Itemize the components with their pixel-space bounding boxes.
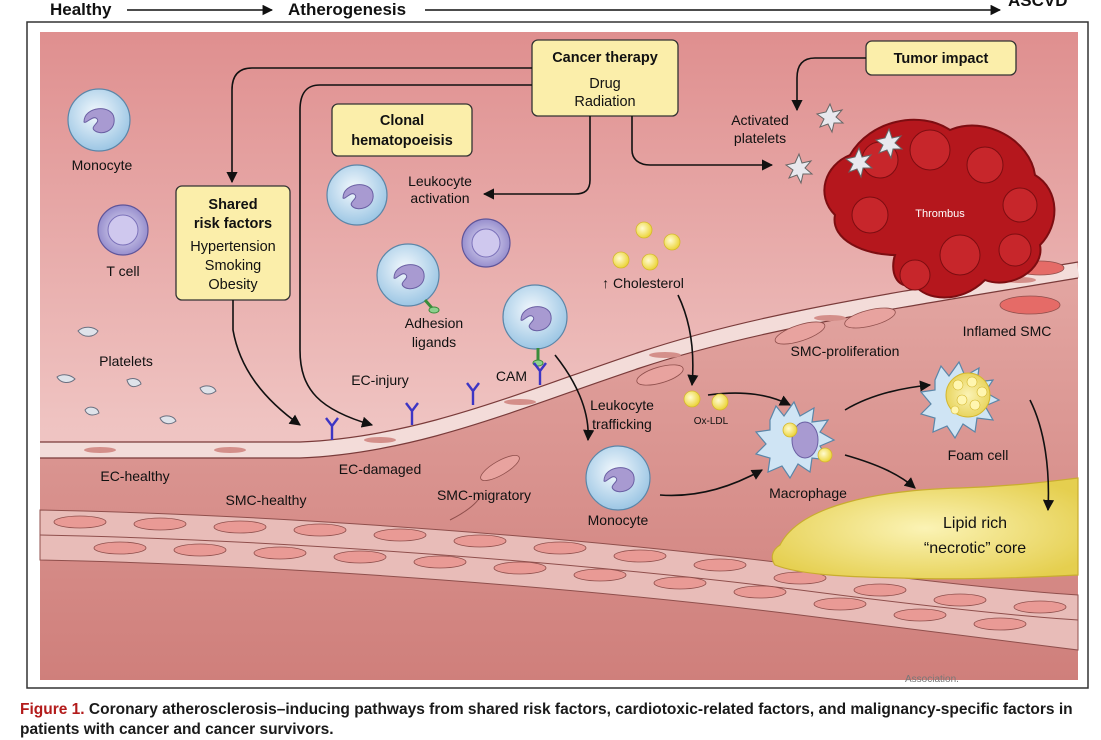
clonal-title-1: Clonal <box>380 113 424 129</box>
cancer-therapy-line-2: Radiation <box>574 94 635 110</box>
smc-proliferation-label: SMC-proliferation <box>791 343 900 359</box>
cholesterol-particles <box>612 221 681 271</box>
lipid-core-label-2: “necrotic” core <box>924 540 1026 557</box>
shared-risk-line-2: Smoking <box>205 258 261 274</box>
macrophage-label: Macrophage <box>769 485 847 501</box>
foam-cell-label: Foam cell <box>948 447 1009 463</box>
association-watermark: Association. <box>905 674 959 685</box>
platelets-label: Platelets <box>99 353 153 369</box>
leukocyte-activation-label-2: activation <box>410 190 469 206</box>
shared-risk-line-3: Obesity <box>208 277 258 293</box>
shared-risk-factors-box: Shared risk factors Hypertension Smoking… <box>175 185 291 301</box>
monocyte-cell-top <box>67 88 131 152</box>
ec-injury-label: EC-injury <box>351 372 409 388</box>
leukocyte-trafficking-label-1: Leukocyte <box>590 397 654 413</box>
cam-receptors <box>325 362 547 440</box>
shared-risk-title-2: risk factors <box>194 216 272 232</box>
figure-caption: Figure 1. Coronary atherosclerosis–induc… <box>20 700 1090 740</box>
thrombus-label: Thrombus <box>915 208 965 220</box>
clonal-title-2: hematopoeisis <box>351 133 453 149</box>
figure-label: Figure 1. <box>20 701 85 718</box>
figure-caption-text: Coronary atherosclerosis–inducing pathwa… <box>20 701 1073 738</box>
cam-label: CAM <box>496 368 527 384</box>
ec-damaged-label: EC-damaged <box>339 461 422 477</box>
macrophage-cell <box>754 400 836 480</box>
shared-risk-line-1: Hypertension <box>190 239 275 255</box>
smc-migratory-label: SMC-migratory <box>437 487 531 503</box>
monocyte-top-label: Monocyte <box>72 157 133 173</box>
activated-platelets <box>784 102 904 185</box>
activated-platelets-label-1: Activated <box>731 112 789 128</box>
lipid-core <box>771 477 1079 580</box>
leukocyte-trafficking-label-2: trafficking <box>592 416 652 432</box>
clonal-hematopoiesis-box: Clonal hematopoeisis <box>331 103 473 157</box>
adhesion-label-1: Adhesion <box>405 315 463 331</box>
smc-healthy-label: SMC-healthy <box>226 492 307 508</box>
t-cell-2 <box>461 218 511 268</box>
cancer-therapy-title: Cancer therapy <box>552 50 658 66</box>
leukocyte-activation-label-1: Leukocyte <box>408 173 472 189</box>
inflamed-smc-label: Inflamed SMC <box>963 323 1052 339</box>
healthy-label: Healthy <box>50 0 112 19</box>
leukocyte-activation-cell <box>326 164 388 226</box>
shared-risk-title-1: Shared <box>208 197 257 213</box>
ox-ldl-label: Ox-LDL <box>694 416 729 427</box>
ox-ldl-particles <box>683 390 729 411</box>
adhering-leukocyte <box>502 284 568 367</box>
platelets <box>56 326 217 425</box>
atherogenesis-label: Atherogenesis <box>288 0 406 19</box>
media-smc-layer <box>39 509 1079 651</box>
thrombus: Thrombus <box>823 118 1056 299</box>
monocyte-bottom-label: Monocyte <box>588 512 649 528</box>
cholesterol-label: ↑ Cholesterol <box>602 275 684 291</box>
adhesion-ligand-cell <box>376 243 440 314</box>
lipid-core-label-1: Lipid rich <box>943 515 1007 532</box>
monocyte-cell-bottom <box>585 445 651 511</box>
progression-bar: Healthy Atherogenesis ASCVD <box>50 0 1068 19</box>
tumor-impact-box: Tumor impact <box>865 40 1017 76</box>
adhesion-label-2: ligands <box>412 334 456 350</box>
ec-healthy-label: EC-healthy <box>100 468 169 484</box>
tumor-impact-title: Tumor impact <box>894 51 989 67</box>
activated-platelets-label-2: platelets <box>734 130 786 146</box>
t-cell <box>97 204 149 256</box>
foam-cell <box>919 360 1001 440</box>
cancer-therapy-line-1: Drug <box>589 76 620 92</box>
pathway-arrows <box>226 57 1055 512</box>
ascvd-label: ASCVD <box>1008 0 1068 10</box>
cancer-therapy-box: Cancer therapy Drug Radiation <box>531 39 679 117</box>
t-cell-label: T cell <box>106 263 139 279</box>
